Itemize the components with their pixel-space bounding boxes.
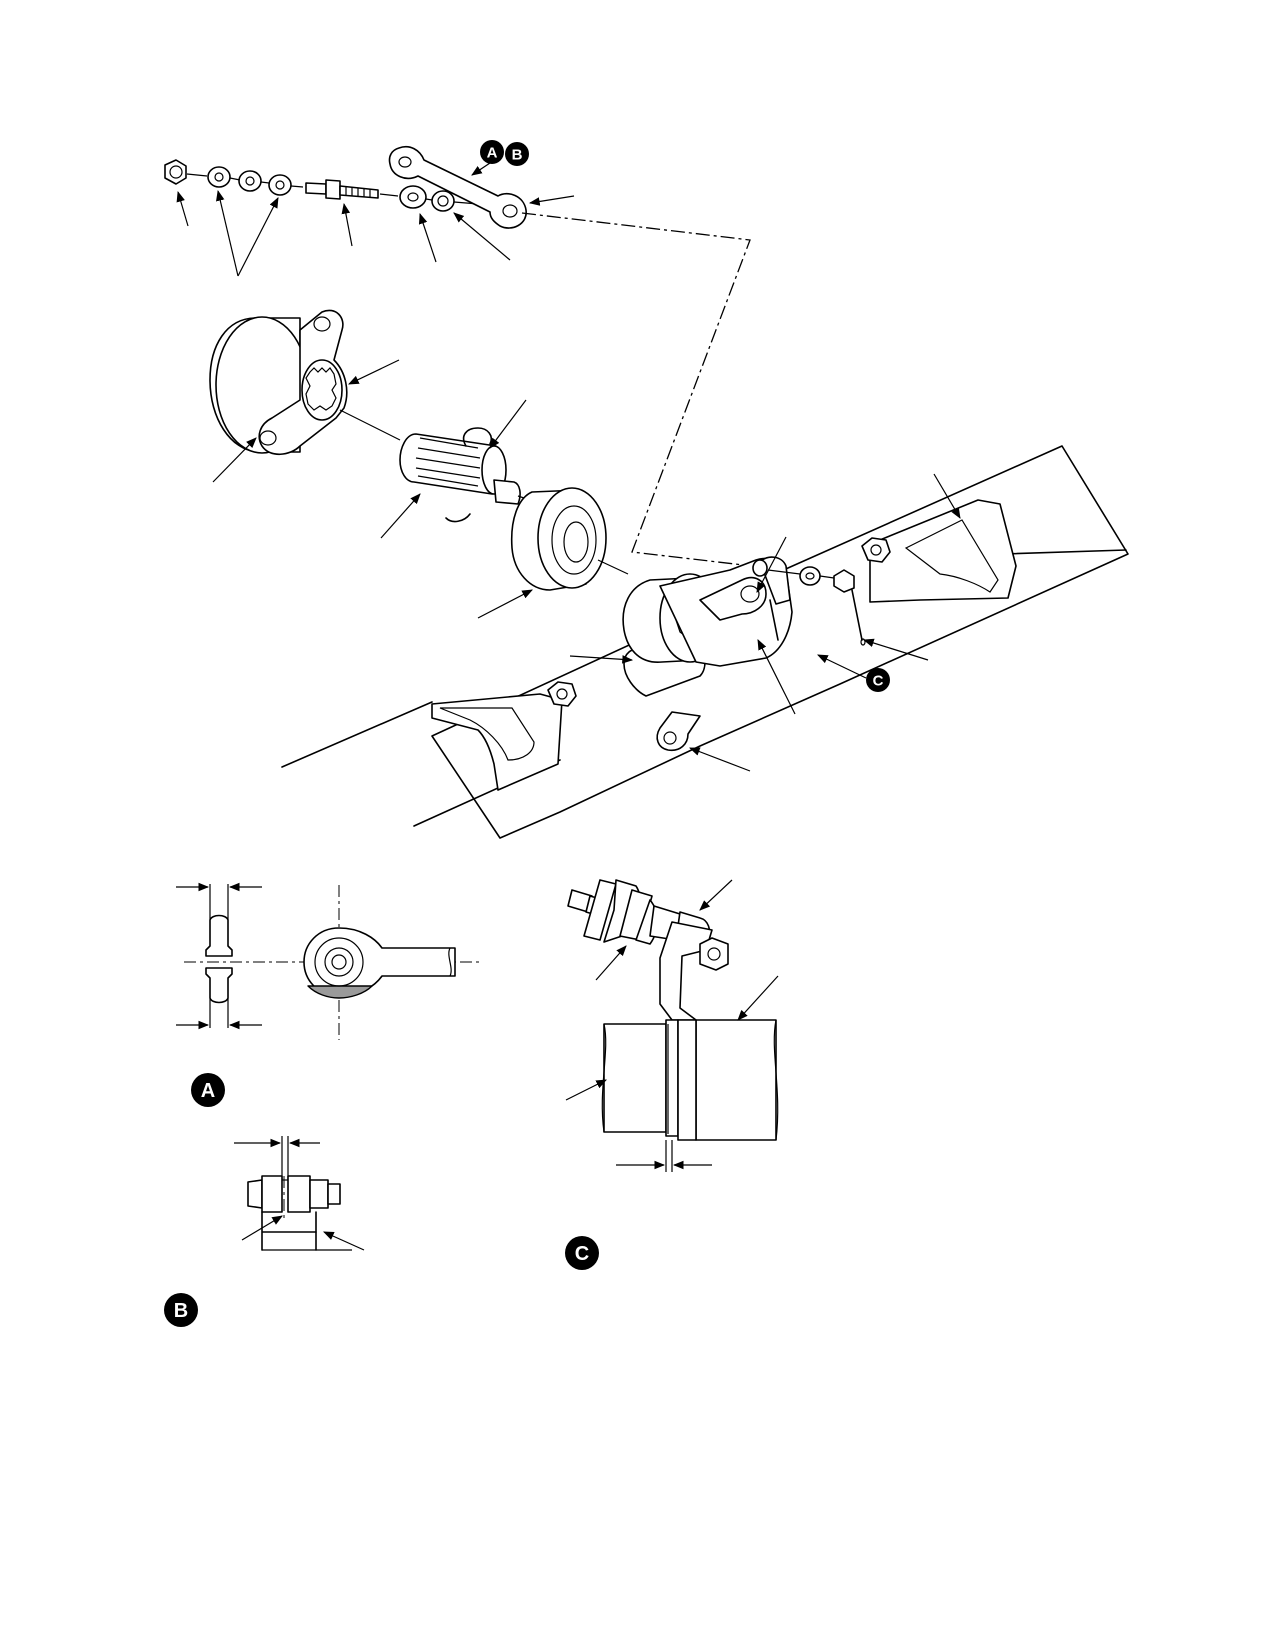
washer-3 [268,174,292,196]
hub-flange [209,309,348,456]
svg-text:B: B [512,147,523,164]
hardware-row [164,145,753,567]
svg-text:A: A [201,1080,215,1102]
callout-badge-b: B [505,142,529,166]
bushing [431,190,455,212]
bearing [510,487,607,591]
bolt [305,179,379,200]
callout-badge-c: C [866,668,890,692]
badge-a: A [191,1073,225,1107]
svg-text:A: A [487,145,498,162]
detail-a [176,882,480,1040]
washer-1 [207,166,231,188]
badge-c: C [565,1236,599,1270]
detail-b [234,1136,365,1251]
hex-nut [164,159,187,185]
leader-lines [176,154,961,772]
splined-shaft [399,427,521,523]
link-rod [388,145,527,229]
callout-badge-a: A [480,140,504,164]
badge-b: B [164,1293,198,1327]
washer-2 [238,170,262,192]
svg-text:C: C [575,1243,589,1265]
right-hardware [752,559,866,646]
svg-text:B: B [174,1300,188,1322]
svg-text:C: C [873,673,884,690]
detail-c [565,879,779,1172]
spacer-washer [399,185,427,209]
